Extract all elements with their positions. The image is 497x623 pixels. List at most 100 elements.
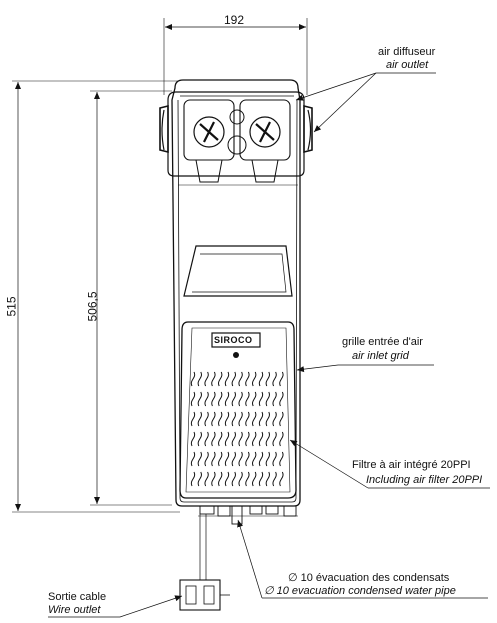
grid-slot <box>279 391 284 407</box>
air-outlet-label-en: air outlet <box>386 59 429 71</box>
grid-slot <box>197 371 202 387</box>
wire-outlet-label-fr: Sortie cable <box>48 591 107 603</box>
grid-slot <box>197 391 202 407</box>
grid-slot <box>238 471 243 487</box>
grid-slot <box>279 451 284 467</box>
bottom-fittings <box>198 505 298 525</box>
grid-slot <box>245 471 250 487</box>
grid-slot <box>238 391 243 407</box>
leader-lines <box>48 72 490 618</box>
grid-slot <box>238 431 243 447</box>
grid-slot <box>272 451 277 467</box>
grid-slots <box>190 371 284 487</box>
grid-slot <box>238 411 243 427</box>
grid-slot <box>279 471 284 487</box>
grid-slot <box>231 371 236 387</box>
grid-slot <box>211 391 216 407</box>
grid-slot <box>211 431 216 447</box>
air-outlet-head <box>159 91 313 183</box>
grid-slot <box>190 451 196 467</box>
grid-slot <box>245 371 250 387</box>
grid-slot <box>211 411 216 427</box>
height-total-dimension <box>12 80 180 513</box>
grid-slot <box>272 471 277 487</box>
grid-slot <box>265 371 270 387</box>
width-dimension <box>163 18 308 95</box>
grid-slot <box>231 451 236 467</box>
grid-slot <box>272 371 277 387</box>
grid-slot <box>224 451 230 467</box>
grid-slot <box>265 411 270 427</box>
condensate-label-en: ∅ 10 evacuation condensed water pipe <box>264 585 456 597</box>
grid-slot <box>258 431 264 447</box>
wire-outlet-label-en: Wire outlet <box>48 604 101 616</box>
grid-slot <box>265 391 270 407</box>
grid-slot <box>204 391 209 407</box>
grid-slot <box>238 451 243 467</box>
grid-slot <box>218 371 223 387</box>
grid-slot <box>265 451 270 467</box>
grid-slot <box>279 411 284 427</box>
grid-slot <box>252 411 257 427</box>
grid-slot <box>265 431 270 447</box>
grid-slot <box>231 471 236 487</box>
condensate-label-fr: ∅ 10 évacuation des condensats <box>288 572 450 584</box>
grid-slot <box>272 431 277 447</box>
grid-slot <box>218 411 223 427</box>
grid-slot <box>224 391 230 407</box>
grid-slot <box>190 371 196 387</box>
grid-slot <box>211 371 216 387</box>
grid-slot <box>204 411 209 427</box>
grid-slot <box>218 431 223 447</box>
grid-slot <box>231 431 236 447</box>
grid-slot <box>218 451 223 467</box>
grid-slot <box>224 431 230 447</box>
grid-slot <box>197 411 202 427</box>
grid-slot <box>272 391 277 407</box>
grid-slot <box>252 431 257 447</box>
wire-outlet-bracket <box>179 514 230 611</box>
grid-slot <box>258 471 264 487</box>
grid-slot <box>224 411 230 427</box>
width-dimension-label: 192 <box>224 13 245 27</box>
grid-slot <box>224 371 230 387</box>
grid-slot <box>245 451 250 467</box>
grid-slot <box>258 411 264 427</box>
upper-recess <box>183 245 293 297</box>
grid-slot <box>218 391 223 407</box>
grid-slot <box>197 471 202 487</box>
grid-slot <box>190 471 196 487</box>
filter-label-fr: Filtre à air intégré 20PPI <box>352 459 471 471</box>
grid-slot <box>197 431 202 447</box>
grid-slot <box>252 391 257 407</box>
grid-slot <box>238 371 243 387</box>
grid-slot <box>258 391 264 407</box>
grid-slot <box>190 391 196 407</box>
grid-slot <box>218 471 223 487</box>
inlet-grid-panel <box>179 321 297 499</box>
grid-slot <box>272 411 277 427</box>
grid-slot <box>245 431 250 447</box>
grid-slot <box>197 451 202 467</box>
grid-slot <box>204 371 209 387</box>
grid-slot <box>204 431 209 447</box>
grid-slot <box>231 411 236 427</box>
grid-slot <box>252 471 257 487</box>
siroco-logo: SIROCO <box>214 335 253 345</box>
height-total-label: 515 <box>4 296 19 317</box>
grid-slot <box>224 471 230 487</box>
grid-slot <box>245 411 250 427</box>
grid-slot <box>190 411 196 427</box>
grid-slot <box>204 471 209 487</box>
grid-slot <box>252 371 257 387</box>
grid-slot <box>190 431 196 447</box>
logo-badge <box>211 332 261 348</box>
height-body-label: 506,5 <box>85 291 100 322</box>
grid-slot <box>265 471 270 487</box>
filter-label-en: Including air filter 20PPI <box>366 474 483 486</box>
grid-slot <box>258 451 264 467</box>
grid-slot <box>258 371 264 387</box>
height-body-dimension <box>90 90 172 506</box>
